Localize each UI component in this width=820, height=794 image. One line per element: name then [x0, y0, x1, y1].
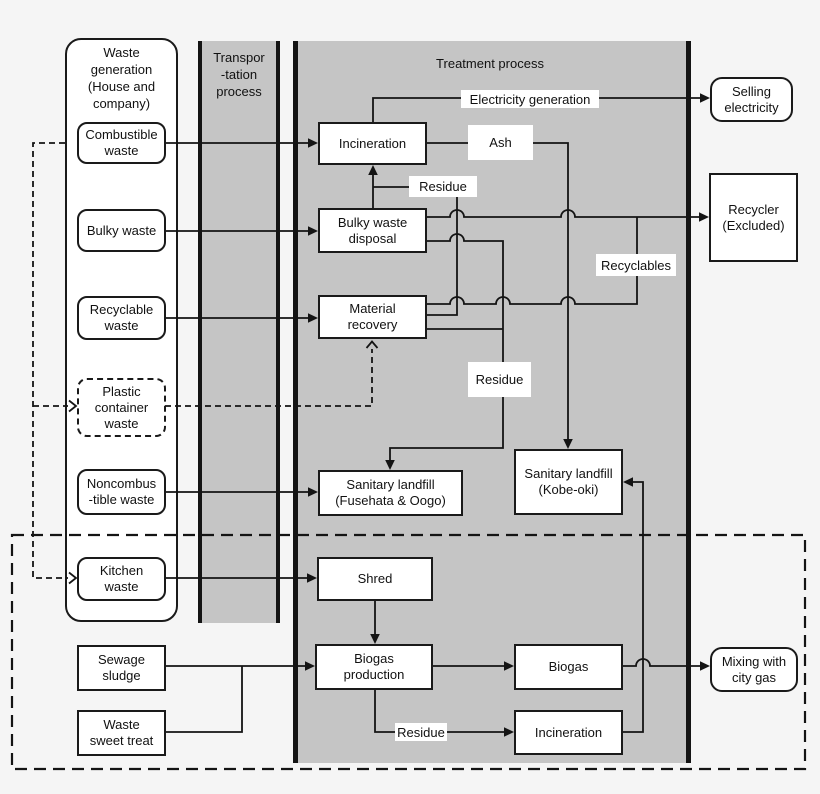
- label-electricity-generation: Electricity generation: [461, 90, 599, 108]
- arrow-kobe-right: [623, 477, 633, 487]
- node-noncombustible-waste: Noncombus -tible waste: [77, 469, 166, 515]
- arrow-material-recovery: [308, 313, 318, 323]
- node-plastic-container-waste: Plastic container waste: [77, 378, 166, 437]
- flow-biogas-to-city-gas: [623, 658, 701, 667]
- node-mixing-city-gas: Mixing with city gas: [710, 647, 798, 692]
- node-bulky-waste: Bulky waste: [77, 209, 166, 252]
- arrow-bulky-disposal: [308, 226, 318, 236]
- dashed-combustible-separation: [32, 142, 68, 579]
- waste-generation-title: Waste generation (House and company): [87, 45, 156, 111]
- transportation-title: Transpor -tation process: [213, 50, 265, 99]
- node-material-recovery: Material recovery: [318, 295, 427, 339]
- treatment-title: Treatment process: [436, 56, 544, 71]
- arrowheads: [305, 93, 710, 737]
- arrow-mixing-city-gas: [700, 661, 710, 671]
- label-residue-middle: Residue: [468, 362, 531, 397]
- node-sanitary-landfill-kobe: Sanitary landfill (Kobe-oki): [514, 449, 623, 515]
- node-sewage-sludge: Sewage sludge: [77, 645, 166, 691]
- node-kitchen-waste: Kitchen waste: [77, 557, 166, 601]
- node-combustible-waste: Combustible waste: [77, 122, 166, 164]
- arrow-biogas: [504, 661, 514, 671]
- flow-incineration2-to-kobe-landfill: [623, 481, 644, 733]
- node-waste-sweet-treat: Waste sweet treat: [77, 710, 166, 756]
- node-bulky-waste-disposal: Bulky waste disposal: [318, 208, 427, 253]
- label-ash: Ash: [468, 125, 533, 160]
- node-sanitary-landfill-fusehata: Sanitary landfill (Fusehata & Oogo): [318, 470, 463, 516]
- node-recycler: Recycler (Excluded): [709, 173, 798, 262]
- node-incineration: Incineration: [318, 122, 427, 165]
- label-residue-top: Residue: [409, 176, 477, 197]
- node-shred: Shred: [317, 557, 433, 601]
- node-biogas-production: Biogas production: [315, 644, 433, 690]
- flow-residue-to-fusehata: [389, 233, 504, 461]
- arrow-selling-electricity: [700, 93, 710, 103]
- label-recyclables: Recyclables: [596, 254, 676, 276]
- arrow-production-top: [370, 634, 380, 644]
- transportation-region: [198, 41, 280, 623]
- arrow-kobe-top: [563, 439, 573, 449]
- flow-disposal-to-recycler: [427, 209, 700, 218]
- node-biogas: Biogas: [514, 644, 623, 690]
- dashed-plastic-to-material-recovery: [165, 349, 373, 407]
- node-selling-electricity: Selling electricity: [710, 77, 793, 122]
- arrow-shred: [307, 573, 317, 583]
- arrow-recycler: [699, 212, 709, 222]
- arrow-fusehata-top: [385, 460, 395, 470]
- node-incineration-biogas: Incineration: [514, 710, 623, 755]
- arrow-into-material-recovery-bottom: [365, 340, 379, 349]
- flow-sludge-sweettreat-to-biogas-production: [166, 665, 306, 733]
- arrow-biogas-production: [305, 661, 315, 671]
- label-residue-bottom: Residue: [395, 723, 447, 741]
- arrow-incineration-bottom: [368, 165, 378, 175]
- node-recyclable-waste: Recyclable waste: [77, 296, 166, 340]
- arrow-fusehata-left: [308, 487, 318, 497]
- arrow-incineration2: [504, 727, 514, 737]
- arrow-incineration: [308, 138, 318, 148]
